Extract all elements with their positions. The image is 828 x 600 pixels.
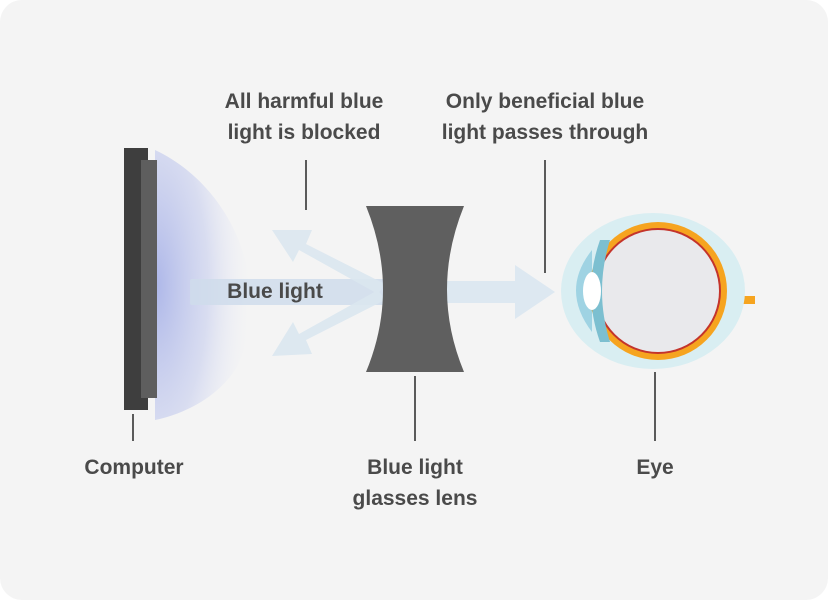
passes-label-line-1: Only beneficial blue <box>445 90 645 113</box>
eye-label: Eye <box>615 452 695 483</box>
computer-icon <box>124 148 157 410</box>
passes-label-line-2: light passes through <box>441 121 649 144</box>
blue-light-label-text: Blue light <box>227 280 323 303</box>
blue-light-beam <box>190 279 390 305</box>
lens-label-line-1: Blue light <box>367 456 463 479</box>
passing-arrow <box>430 265 555 319</box>
lens-label: Blue light glasses lens <box>335 452 495 514</box>
blocked-arrows <box>272 230 385 356</box>
passes-label: Only beneficial blue light passes throug… <box>420 86 670 148</box>
blocked-label-line-2: light is blocked <box>227 121 381 144</box>
computer-label: Computer <box>64 452 204 483</box>
blocked-label: All harmful blue light is blocked <box>196 86 412 148</box>
blue-light-label: Blue light <box>210 276 340 307</box>
eye-label-text: Eye <box>636 456 674 479</box>
lens-shape <box>366 206 464 372</box>
computer-label-text: Computer <box>84 456 184 479</box>
lens-label-line-2: glasses lens <box>352 487 478 510</box>
blocked-label-line-1: All harmful blue <box>224 90 384 113</box>
eye-icon <box>561 213 755 369</box>
